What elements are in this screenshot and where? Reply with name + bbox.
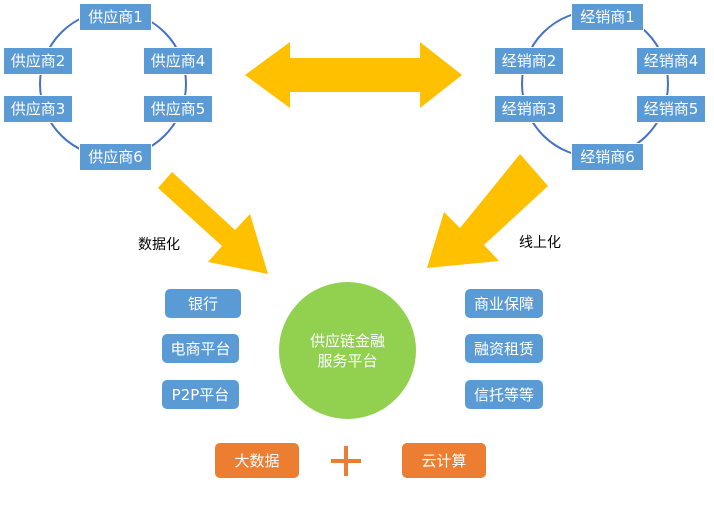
supplier-node-5: 供应商5	[143, 95, 213, 123]
service-trust: 信托等等	[465, 380, 543, 409]
platform-title-line1: 供应链金融	[309, 331, 385, 350]
supplier-node-2: 供应商2	[3, 47, 73, 75]
service-insurance: 商业保障	[465, 289, 543, 318]
big-data-box: 大数据	[215, 443, 299, 478]
label-digitization: 数据化	[138, 237, 180, 253]
distributor-node-4: 经销商4	[636, 47, 706, 75]
plus-icon-v	[344, 446, 348, 476]
service-leasing: 融资租赁	[465, 334, 543, 363]
cloud-computing-box: 云计算	[402, 443, 486, 478]
supplier-node-4: 供应商4	[143, 47, 213, 75]
distributor-node-3: 经销商3	[494, 95, 564, 123]
distributor-node-5: 经销商5	[636, 95, 706, 123]
supplier-node-6: 供应商6	[79, 143, 152, 171]
distributor-node-6: 经销商6	[571, 143, 644, 171]
supplier-node-1: 供应商1	[79, 3, 152, 31]
platform-circle: 供应链金融 服务平台	[279, 282, 416, 419]
service-ecommerce: 电商平台	[162, 334, 239, 363]
distributor-ring	[521, 10, 669, 158]
supplier-ring	[39, 10, 187, 158]
label-online: 线上化	[519, 235, 561, 251]
supplier-node-3: 供应商3	[3, 95, 73, 123]
distributor-node-2: 经销商2	[494, 47, 564, 75]
service-p2p: P2P平台	[162, 380, 239, 409]
service-bank: 银行	[165, 289, 241, 318]
double-arrow-icon	[245, 42, 462, 108]
distributor-node-1: 经销商1	[571, 3, 644, 31]
platform-title-line2: 服务平台	[317, 351, 378, 370]
down-right-arrow-icon	[158, 172, 268, 274]
down-left-arrow-icon	[427, 154, 548, 268]
